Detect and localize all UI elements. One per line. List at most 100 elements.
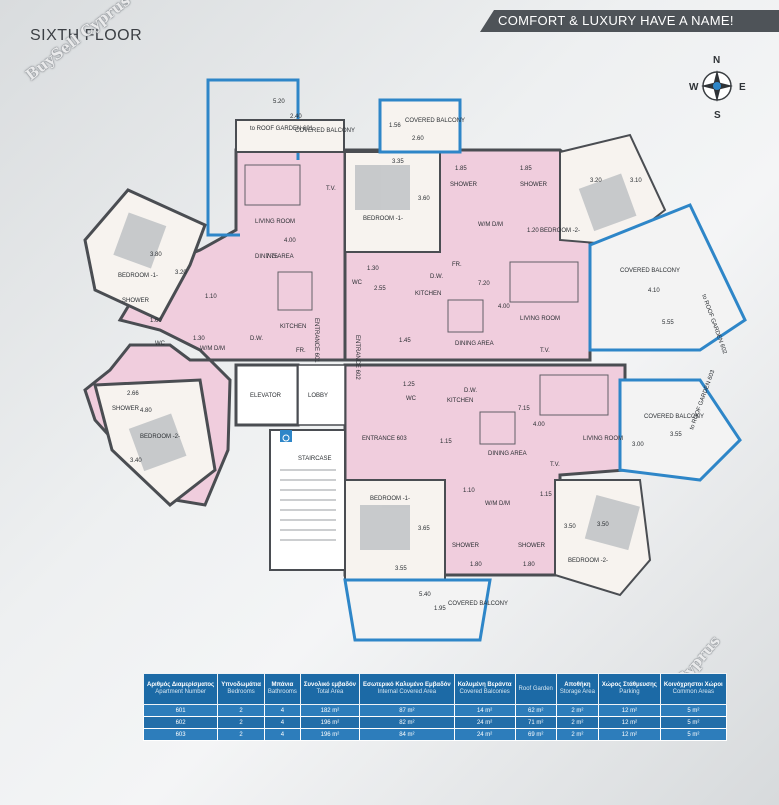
dim: 2.40: [290, 114, 302, 120]
covered-balcony-603-bottom: [343, 578, 492, 642]
label-dw-601: D.W.: [250, 336, 263, 342]
dim: 3.35: [392, 159, 404, 165]
cell: 2: [217, 728, 265, 741]
cell: 603: [142, 728, 219, 741]
compass-s: S: [714, 110, 721, 121]
dim: 5.55: [662, 320, 674, 326]
dim: 3.50: [564, 524, 576, 530]
dim: 3.40: [130, 458, 142, 464]
dim: 7.20: [478, 281, 490, 287]
cell: 196 m²: [299, 728, 361, 741]
dim: 3.55: [395, 566, 407, 572]
cell: 24 m²: [453, 716, 516, 729]
label-dw-602: D.W.: [430, 274, 443, 280]
dim: 3.60: [418, 196, 430, 202]
dim: 2.66: [127, 391, 139, 397]
compass-w: W: [689, 82, 699, 93]
label-living-602: LIVING ROOM: [520, 316, 560, 322]
label-wc-601: WC: [155, 341, 166, 347]
dim: 5.20: [273, 99, 285, 105]
label-living-603: LIVING ROOM: [583, 436, 623, 442]
dim: 4.00: [498, 304, 510, 310]
compass-n: N: [713, 55, 720, 66]
label-cov-bal-603-side: COVERED BALCONY: [644, 414, 704, 420]
label-lobby: LOBBY: [308, 393, 328, 399]
cell: 69 m²: [514, 728, 557, 741]
label-kitchen-602: KITCHEN: [415, 291, 441, 297]
dim: 5.40: [419, 592, 431, 598]
label-tv-603: T.V.: [550, 462, 560, 468]
label-dw-603: D.W.: [464, 388, 477, 394]
label-bed1-603: BEDROOM -1-: [370, 496, 410, 502]
label-staircase: STAIRCASE: [298, 456, 332, 462]
dim: 1.10: [205, 294, 217, 300]
label-wm-602: W/M D/M: [478, 222, 503, 228]
label-wc-602: WC: [352, 280, 363, 286]
dim: 4.00: [533, 422, 545, 428]
table-row: 601 2 4 182 m² 87 m² 14 m² 62 m² 2 m² 12…: [142, 704, 727, 717]
dim: 1.30: [193, 336, 205, 342]
dim: 1.20: [527, 228, 539, 234]
dim: 2.55: [374, 286, 386, 292]
label-bed1-601: BEDROOM -1-: [118, 273, 158, 279]
dim: 7.15: [518, 406, 530, 412]
dim: 1.15: [540, 492, 552, 498]
dim: 1.80: [470, 562, 482, 568]
label-entrance-602: ENTRANCE 602: [354, 335, 360, 380]
cell: 2 m²: [555, 728, 599, 741]
dim: 1.15: [440, 439, 452, 445]
cell: 24 m²: [453, 728, 516, 741]
cell: 4: [263, 728, 301, 741]
label-kitchen-601: KITCHEN: [280, 324, 306, 330]
dim: 4.80: [140, 408, 152, 414]
label-dining-601: DINING AREA: [255, 254, 294, 260]
dim: 1.95: [434, 606, 446, 612]
compass-e: E: [739, 82, 746, 93]
dim: 2.60: [412, 136, 424, 142]
label-shower-601a: SHOWER: [122, 298, 150, 304]
furniture: [113, 164, 640, 551]
cell: 5 m²: [659, 716, 727, 729]
cell: 12 m²: [597, 728, 661, 741]
floor-title: SIXTH FLOOR: [30, 27, 143, 44]
dim: 3.20: [590, 178, 602, 184]
dim: 1.60: [150, 318, 162, 324]
label-bed1-602: BEDROOM -1-: [363, 216, 403, 222]
label-cov-bal-602: COVERED BALCONY: [405, 118, 465, 124]
label-cov-bal-603: COVERED BALCONY: [448, 601, 508, 607]
dim: 3.00: [632, 442, 644, 448]
cell: 2 m²: [555, 716, 599, 729]
cell: 71 m²: [514, 716, 557, 729]
label-bed2-601: BEDROOM -2-: [140, 434, 180, 440]
dim: 3.10: [630, 178, 642, 184]
cell: 5 m²: [659, 728, 727, 741]
label-entrance-603: ENTRANCE 603: [362, 436, 407, 442]
cell: 84 m²: [359, 728, 455, 741]
cell: 5 m²: [659, 704, 727, 717]
label-shower-602a: SHOWER: [450, 182, 478, 188]
dim: 1.30: [367, 266, 379, 272]
label-dining-602: DINING AREA: [455, 341, 494, 347]
dim: 4.00: [284, 238, 296, 244]
label-elevator: ELEVATOR: [250, 393, 282, 399]
cell: 82 m²: [359, 716, 455, 729]
cell: 4: [263, 704, 301, 717]
label-wm-603: W/M D/M: [485, 501, 510, 507]
compass-icon: N S E W: [689, 55, 746, 121]
header-band: [480, 10, 779, 32]
label-tv-601: T.V.: [326, 186, 336, 192]
dim: 1.25: [403, 382, 415, 388]
label-tv-602: T.V.: [540, 348, 550, 354]
dim: 1.80: [523, 562, 535, 568]
cell: 2: [217, 704, 265, 717]
label-entrance-601: ENTRANCE 601: [313, 318, 319, 363]
